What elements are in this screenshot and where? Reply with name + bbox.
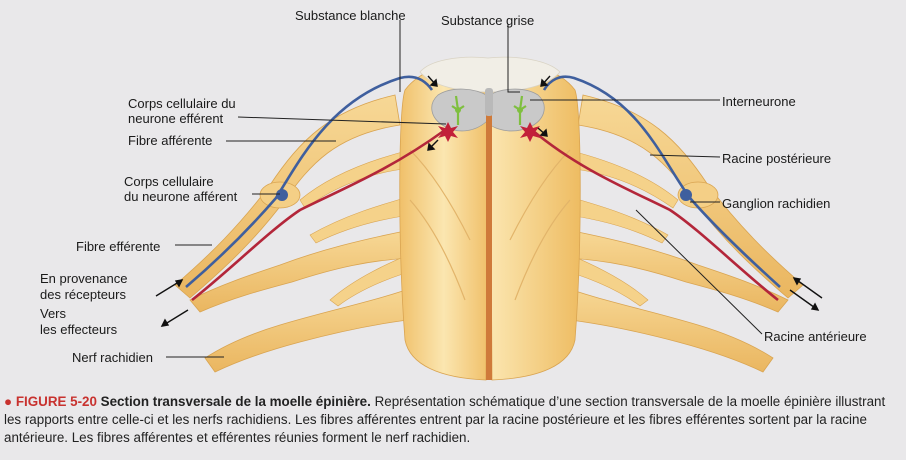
left-afferent-cell-body <box>276 189 288 201</box>
label-nerf-rachidien: Nerf rachidien <box>72 350 153 365</box>
right-afferent-fiber <box>542 75 781 288</box>
left-fibers <box>185 75 446 302</box>
label-substance-blanche: Substance blanche <box>295 8 406 23</box>
right-efferent-fiber <box>531 129 779 302</box>
spinal-cord <box>399 56 581 381</box>
left-efferent-fiber <box>191 128 446 302</box>
label-vers-effecteurs-line1: Vers <box>40 306 67 321</box>
efferent-cell-bodies <box>438 122 540 142</box>
label-corps-cellulaire-efferent-line2: neurone efférent <box>128 111 224 126</box>
label-corps-cellulaire-efferent-line1: Corps cellulaire du <box>128 96 236 111</box>
direction-arrows <box>155 75 823 327</box>
left-rootlets-upper <box>299 149 413 209</box>
label-vers-effecteurs-line2: les effecteurs <box>40 322 118 337</box>
central-canal <box>486 112 492 380</box>
label-corps-cellulaire-afferent-line1: Corps cellulaire <box>124 174 214 189</box>
label-en-provenance-line2: des récepteurs <box>40 287 126 302</box>
caption-text: Représentation schématique d’une section… <box>4 394 886 445</box>
left-spinal-nerve-lower <box>204 284 426 373</box>
label-racine-posterieure: Racine postérieure <box>722 151 832 166</box>
figure-caption: ● FIGURE 5-20 Section transversale de la… <box>4 393 902 447</box>
left-anterior-root <box>189 229 413 313</box>
caption-title: Section transversale de la moelle épiniè… <box>100 394 371 409</box>
caption-figure-number: FIGURE 5-20 <box>15 394 97 409</box>
label-ganglion-rachidien: Ganglion rachidien <box>722 196 831 211</box>
left-afferent-fiber <box>185 75 434 288</box>
label-fibre-efferente: Fibre efférente <box>76 239 161 254</box>
label-interneurone: Interneurone <box>722 94 796 109</box>
right-afferent-cell-body <box>680 189 692 201</box>
interneurons <box>451 95 527 125</box>
left-rootlets-mid <box>309 194 419 244</box>
label-corps-cellulaire-afferent-line2: du neurone afférent <box>124 189 238 204</box>
label-en-provenance-line1: En provenance <box>40 271 128 286</box>
leader-lines <box>166 20 763 358</box>
label-fibre-afferente: Fibre afférente <box>128 133 213 148</box>
right-fibers <box>531 75 781 302</box>
label-substance-grise: Substance grise <box>441 13 535 28</box>
caption-bullet-icon: ● <box>4 394 13 409</box>
label-racine-anterieure: Racine antérieure <box>764 329 867 344</box>
